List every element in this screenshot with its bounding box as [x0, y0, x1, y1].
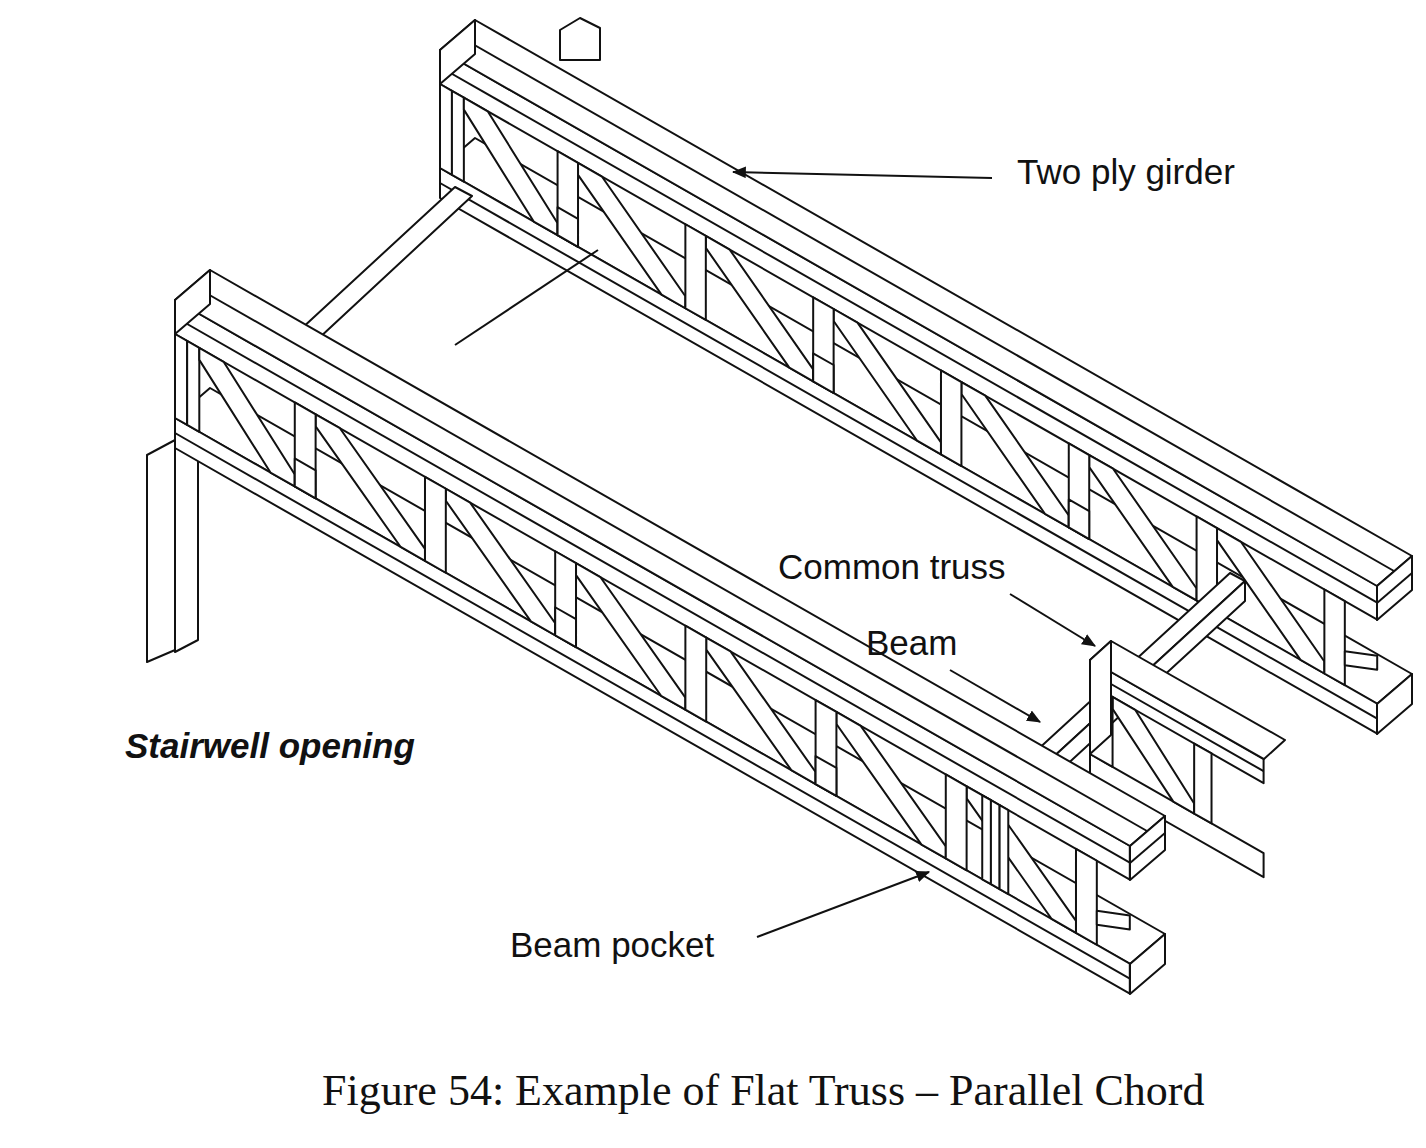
stairwell-header: [300, 187, 598, 352]
part-label: Common truss: [778, 547, 1006, 587]
support-wall: [147, 428, 198, 662]
region-label: Stairwell opening: [125, 726, 415, 766]
front-girder: [175, 270, 1165, 994]
leader-lines: [733, 172, 1095, 937]
part-label: Beam pocket: [510, 925, 714, 965]
part-label: Beam: [866, 623, 957, 663]
figure-caption: Figure 54: Example of Flat Truss – Paral…: [322, 1066, 1204, 1117]
part-label: Two ply girder: [1017, 152, 1235, 192]
